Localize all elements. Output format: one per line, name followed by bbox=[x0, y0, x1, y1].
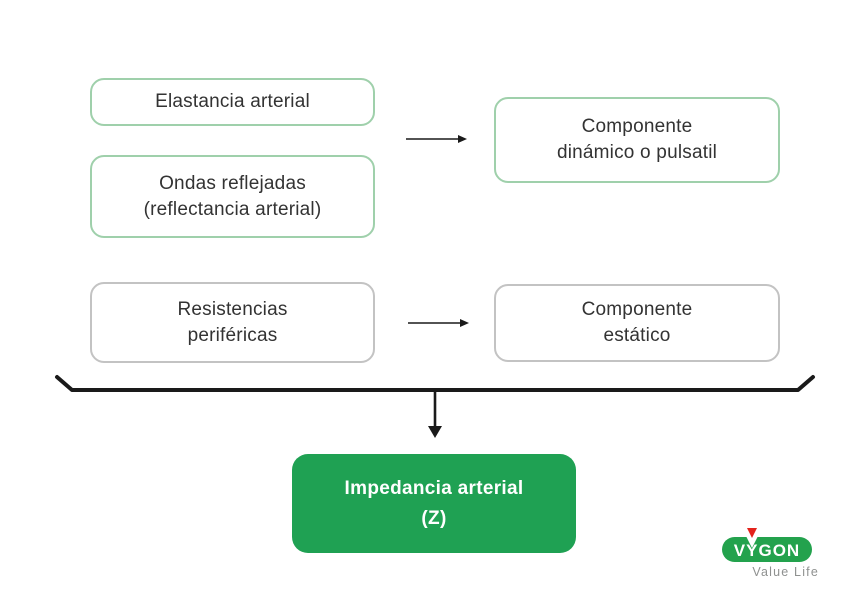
box-dinamico-line1: Componente bbox=[581, 116, 693, 137]
box-impedancia-line2: (Z) bbox=[421, 507, 447, 529]
box-componente-estatico: Componente estático bbox=[494, 284, 780, 362]
box-impedancia-line1: Impedancia arterial bbox=[344, 477, 524, 499]
box-resistencias-perifericas: Resistencias periféricas bbox=[90, 282, 375, 363]
arrow-right-dynamic bbox=[406, 135, 467, 143]
bracket-down-arrow bbox=[55, 375, 815, 438]
vygon-brand-text: VYGON bbox=[734, 541, 800, 560]
arrowhead-icon bbox=[458, 135, 467, 143]
vygon-logo: VYGON Value Life bbox=[722, 528, 819, 579]
arrowhead-down-icon bbox=[428, 426, 442, 438]
vygon-logo-pill bbox=[722, 537, 812, 562]
box-resistencias-line1: Resistencias bbox=[177, 298, 288, 320]
box-impedancia-arterial: Impedancia arterial (Z) bbox=[292, 454, 576, 553]
box-dinamico-line2: dinámico o pulsatil bbox=[556, 142, 718, 163]
box-estatico-line2: estático bbox=[603, 325, 671, 346]
arrow-right-static bbox=[408, 319, 469, 327]
arrowhead-icon bbox=[460, 319, 469, 327]
box-estatico-line1: Componente bbox=[581, 299, 693, 320]
box-ondas-line1: Ondas reflejadas bbox=[159, 172, 306, 194]
vygon-triangle-icon bbox=[747, 528, 757, 538]
vygon-logo-notch bbox=[745, 534, 759, 548]
box-ondas-reflejadas: Ondas reflejadas (reflectancia arterial) bbox=[90, 155, 375, 238]
box-resistencias-line2: periféricas bbox=[187, 324, 278, 346]
box-elastancia-label: Elastancia arterial bbox=[155, 91, 310, 112]
box-elastancia-arterial: Elastancia arterial bbox=[90, 78, 375, 126]
box-componente-dinamico: Componente dinámico o pulsatil bbox=[494, 97, 780, 183]
box-ondas-line2: (reflectancia arterial) bbox=[143, 198, 322, 220]
bracket-line bbox=[55, 375, 815, 392]
vygon-tagline: Value Life bbox=[752, 565, 819, 579]
